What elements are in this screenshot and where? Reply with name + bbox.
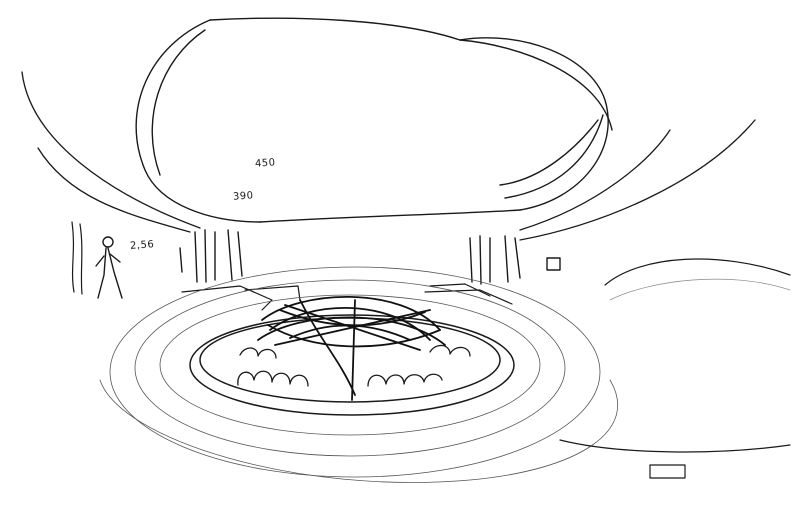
annotation-height-lower: 390 (232, 190, 254, 203)
annotation-height-upper: 450 (254, 157, 276, 170)
floor-sweep-right (559, 258, 791, 479)
left-portal-columns (179, 229, 243, 283)
dome-canopy (135, 17, 613, 223)
central-sculpture (257, 295, 446, 401)
terrace-steps (181, 283, 513, 311)
ripple-rings (99, 266, 619, 483)
right-outer-wall (519, 119, 756, 241)
foliage-scallops (237, 344, 471, 387)
right-portal-columns (469, 235, 561, 285)
human-figure (95, 236, 123, 299)
left-wall-panel (71, 221, 83, 295)
left-outer-wall (21, 71, 201, 233)
annotation-figure-height: 2,56 (129, 239, 155, 252)
ground-contour (609, 278, 791, 301)
